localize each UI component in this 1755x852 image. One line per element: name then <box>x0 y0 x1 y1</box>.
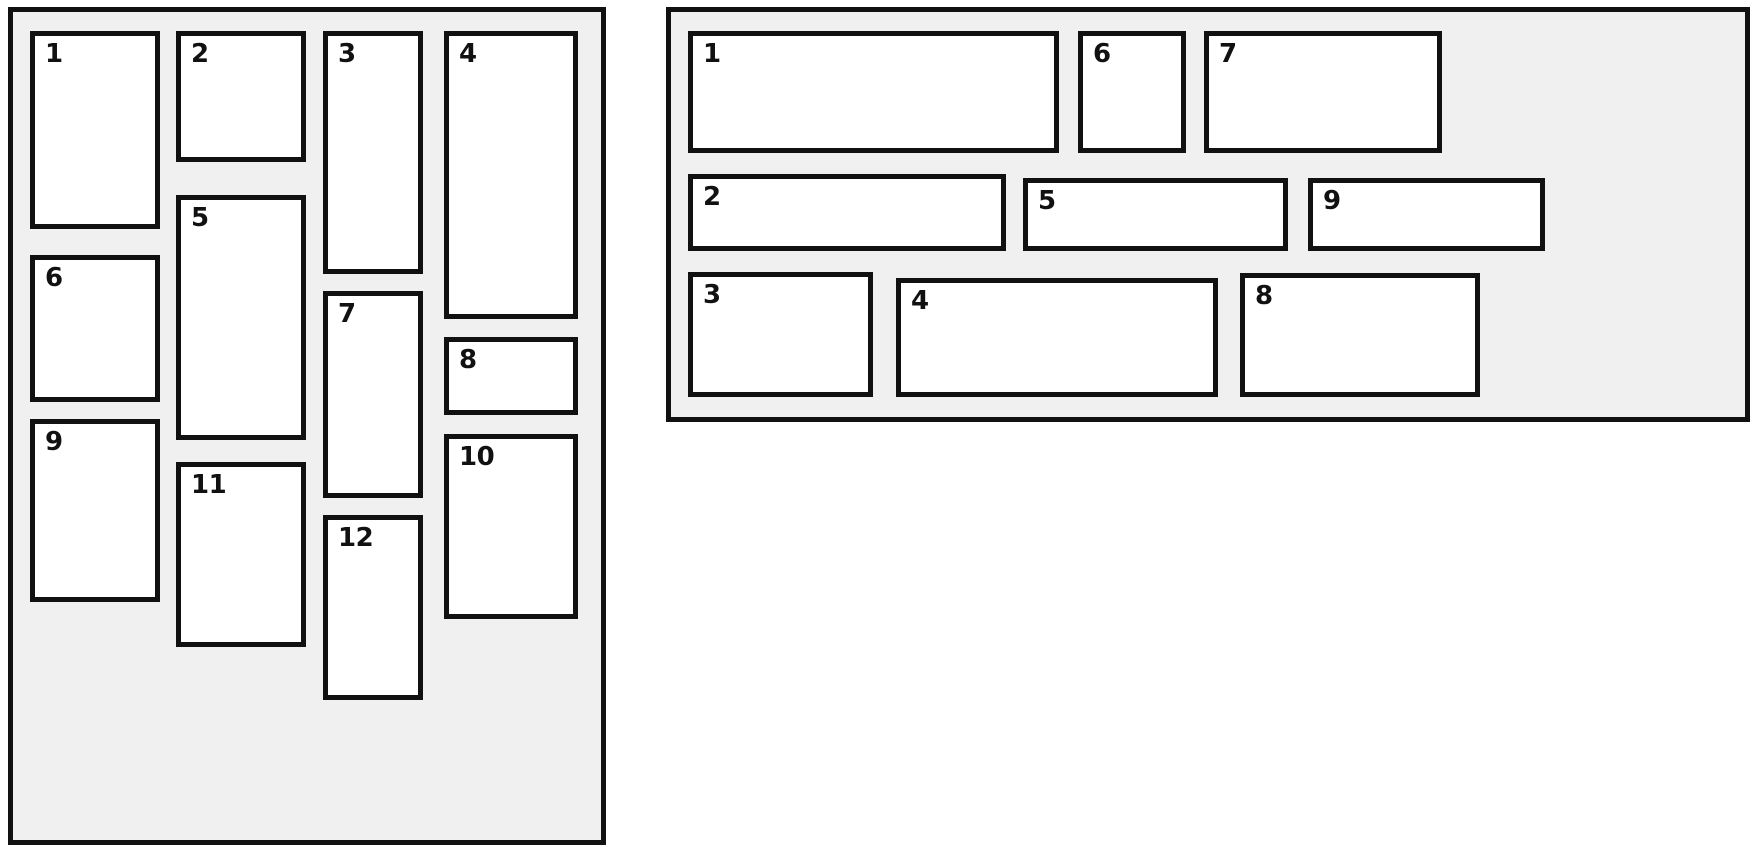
region-label-9: 9 <box>1323 186 1341 216</box>
region-box-9[interactable]: 9 <box>30 419 160 602</box>
region-box-2[interactable]: 2 <box>176 31 306 162</box>
region-box-1[interactable]: 1 <box>30 31 160 229</box>
region-label-9: 9 <box>45 427 63 457</box>
region-label-7: 7 <box>1219 39 1237 69</box>
region-box-2[interactable]: 2 <box>688 174 1006 251</box>
region-label-7: 7 <box>338 299 356 329</box>
region-box-5[interactable]: 5 <box>1023 178 1288 251</box>
region-label-12: 12 <box>338 523 374 553</box>
region-label-5: 5 <box>191 203 209 233</box>
region-box-1[interactable]: 1 <box>688 31 1059 153</box>
region-label-10: 10 <box>459 442 495 472</box>
region-label-1: 1 <box>703 39 721 69</box>
region-label-8: 8 <box>1255 281 1273 311</box>
region-box-6[interactable]: 6 <box>1078 31 1186 153</box>
region-box-3[interactable]: 3 <box>688 272 873 397</box>
region-box-11[interactable]: 11 <box>176 462 306 647</box>
region-box-4[interactable]: 4 <box>444 31 578 319</box>
region-label-2: 2 <box>703 182 721 212</box>
region-box-8[interactable]: 8 <box>1240 273 1480 397</box>
region-label-6: 6 <box>1093 39 1111 69</box>
region-label-4: 4 <box>911 286 929 316</box>
region-box-7[interactable]: 7 <box>1204 31 1442 153</box>
region-box-8[interactable]: 8 <box>444 337 578 415</box>
region-label-8: 8 <box>459 345 477 375</box>
region-label-3: 3 <box>338 39 356 69</box>
region-label-2: 2 <box>191 39 209 69</box>
region-box-12[interactable]: 12 <box>323 515 423 700</box>
region-box-10[interactable]: 10 <box>444 434 578 619</box>
region-label-4: 4 <box>459 39 477 69</box>
region-label-11: 11 <box>191 470 227 500</box>
right-panel: 1 6 7 2 5 9 3 4 8 <box>666 7 1750 422</box>
region-box-4[interactable]: 4 <box>896 278 1218 397</box>
region-label-1: 1 <box>45 39 63 69</box>
region-box-7[interactable]: 7 <box>323 291 423 498</box>
region-box-9[interactable]: 9 <box>1308 178 1545 251</box>
region-label-6: 6 <box>45 263 63 293</box>
region-label-5: 5 <box>1038 186 1056 216</box>
region-box-3[interactable]: 3 <box>323 31 423 274</box>
region-label-3: 3 <box>703 280 721 310</box>
region-box-5[interactable]: 5 <box>176 195 306 440</box>
region-box-6[interactable]: 6 <box>30 255 160 402</box>
